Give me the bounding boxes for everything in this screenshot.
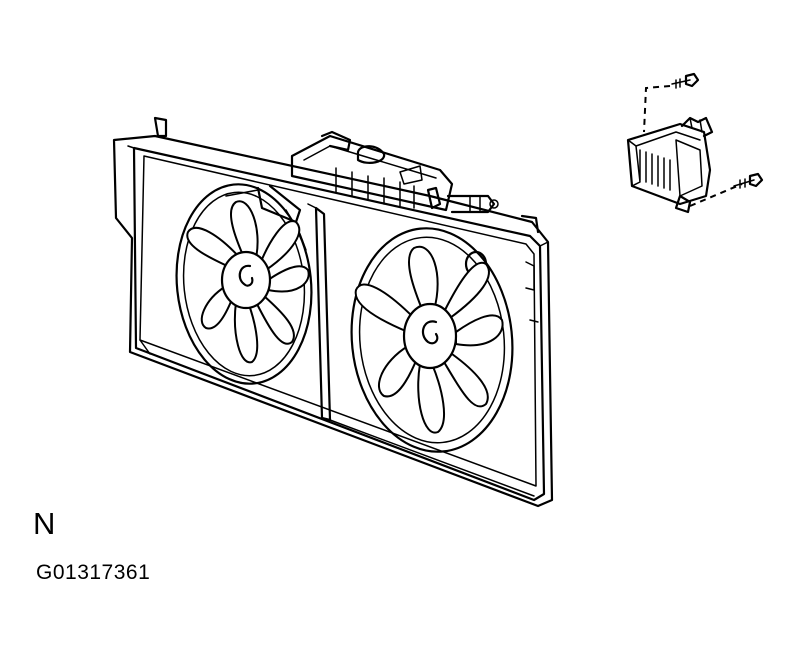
fan-blade-icon <box>230 200 259 263</box>
fan-blade-icon <box>443 353 489 408</box>
top-housing <box>290 130 499 214</box>
fan-blade-icon <box>234 301 259 364</box>
fan-blade-icon <box>354 283 415 333</box>
fan-blade-icon <box>259 220 301 271</box>
resistor-module-icon <box>626 72 764 214</box>
left-fan <box>175 183 313 385</box>
fan-blade-icon <box>378 345 419 398</box>
fan-blade-icon <box>267 265 310 293</box>
bolt-icon <box>733 172 764 189</box>
right-fan <box>350 227 514 453</box>
fan-blade-icon <box>443 261 490 319</box>
fan-blade-icon <box>455 314 504 347</box>
bolt-icon <box>671 72 700 89</box>
fan-blade-icon <box>186 226 241 271</box>
fan-blade-icon <box>255 295 295 345</box>
fan-blade-icon <box>408 245 439 315</box>
fan-blade-icon <box>417 363 445 434</box>
fan-shroud-frame <box>112 116 554 508</box>
section-letter: N <box>33 506 56 541</box>
figure-code: G01317361 <box>36 561 151 584</box>
